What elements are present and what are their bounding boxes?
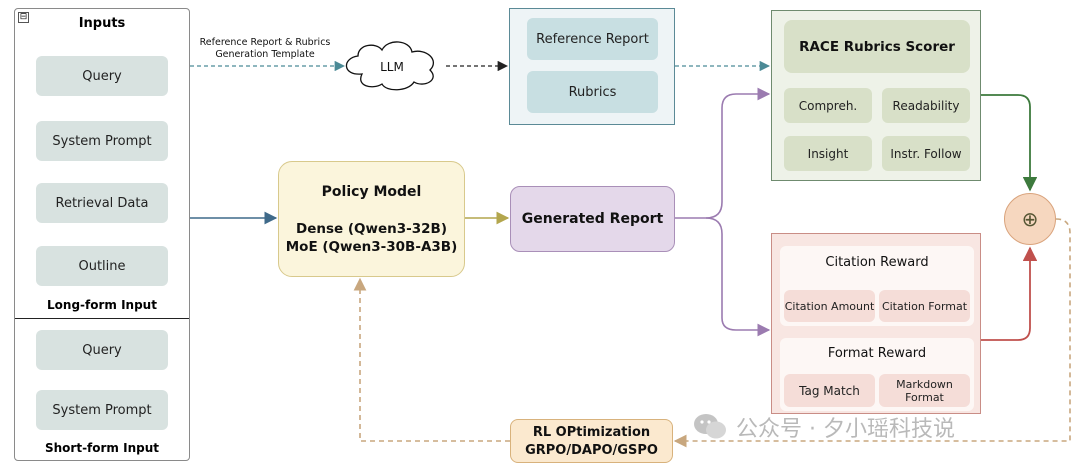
rl-optimization-title: RL OPtimization [532,424,651,440]
race-scorer-title: RACE Rubrics Scorer [784,20,970,73]
rl-optimization-methods: GRPO/DAPO/GSPO [525,442,658,458]
edge-rl-to-policy [353,277,510,442]
short-form-input-label: Short-form Input [44,441,159,455]
long-form-system-prompt: System Prompt [36,121,168,161]
race-comprehensiveness: Compreh. [784,88,872,123]
policy-model-title: Policy Model [321,184,422,200]
long-form-retrieval-data: Retrieval Data [36,183,168,223]
reference-box: Reference Report Rubrics [509,8,675,125]
policy-dense-model: Dense (Qwen3-32B) [296,221,447,237]
combine-node: ⊕ [1004,193,1056,245]
watermark: 公众号 · 夕小瑶科技说 [692,410,1062,444]
edge-combine-to-rl [673,218,1071,448]
citation-reward-title: Citation Reward [825,254,929,270]
policy-moe-model: MoE (Qwen3-30B-A3B) [285,239,458,255]
wechat-icon [694,414,726,439]
watermark-text: 公众号 · 夕小瑶科技说 [736,417,955,442]
markdown-format: Markdown Format [879,374,970,407]
generated-report-box: Generated Report [510,186,675,252]
rl-optimization-box: RL OPtimization GRPO/DAPO/GSPO [510,419,673,463]
long-form-query: Query [36,56,168,96]
template-edge-label: Reference Report & Rubrics Generation Te… [190,37,340,61]
citation-amount: Citation Amount [784,290,875,322]
section-divider [15,318,189,319]
race-instruction-following: Instr. Follow [882,136,970,171]
citation-reward-panel: Citation Reward Citation Amount Citation… [780,246,974,326]
long-form-input-label: Long-form Input [47,298,157,312]
short-form-system-prompt: System Prompt [36,390,168,430]
inputs-panel: ⊟ Inputs Query System Prompt Retrieval D… [14,8,190,461]
reference-rubrics: Rubrics [527,71,658,113]
tag-match: Tag Match [784,374,875,407]
edge-reward-to-combine [981,246,1038,341]
collapse-icon[interactable]: ⊟ [18,12,29,23]
format-reward-panel: Format Reward Tag Match Markdown Format [780,338,974,411]
policy-model-box: Policy Model Dense (Qwen3-32B) MoE (Qwen… [278,161,465,277]
reward-box: Citation Reward Citation Amount Citation… [771,233,981,414]
edge-generated-to-reward [705,217,771,337]
race-readability: Readability [882,88,970,123]
llm-label: LLM [380,60,404,74]
inputs-title: Inputs [78,15,126,31]
race-scorer-box: RACE Rubrics Scorer Compreh. Readability… [771,10,981,181]
race-insight: Insight [784,136,872,171]
template-edge-label-line1: Reference Report & Rubrics [199,37,331,48]
format-reward-title: Format Reward [827,345,927,361]
short-form-query: Query [36,330,168,370]
reference-report: Reference Report [527,18,658,60]
citation-format: Citation Format [879,290,970,322]
template-edge-label-line2: Generation Template [215,49,315,60]
edge-race-to-combine [981,94,1038,192]
edge-generated-to-race [675,87,771,219]
long-form-outline: Outline [36,246,168,286]
llm-cloud [345,41,435,91]
